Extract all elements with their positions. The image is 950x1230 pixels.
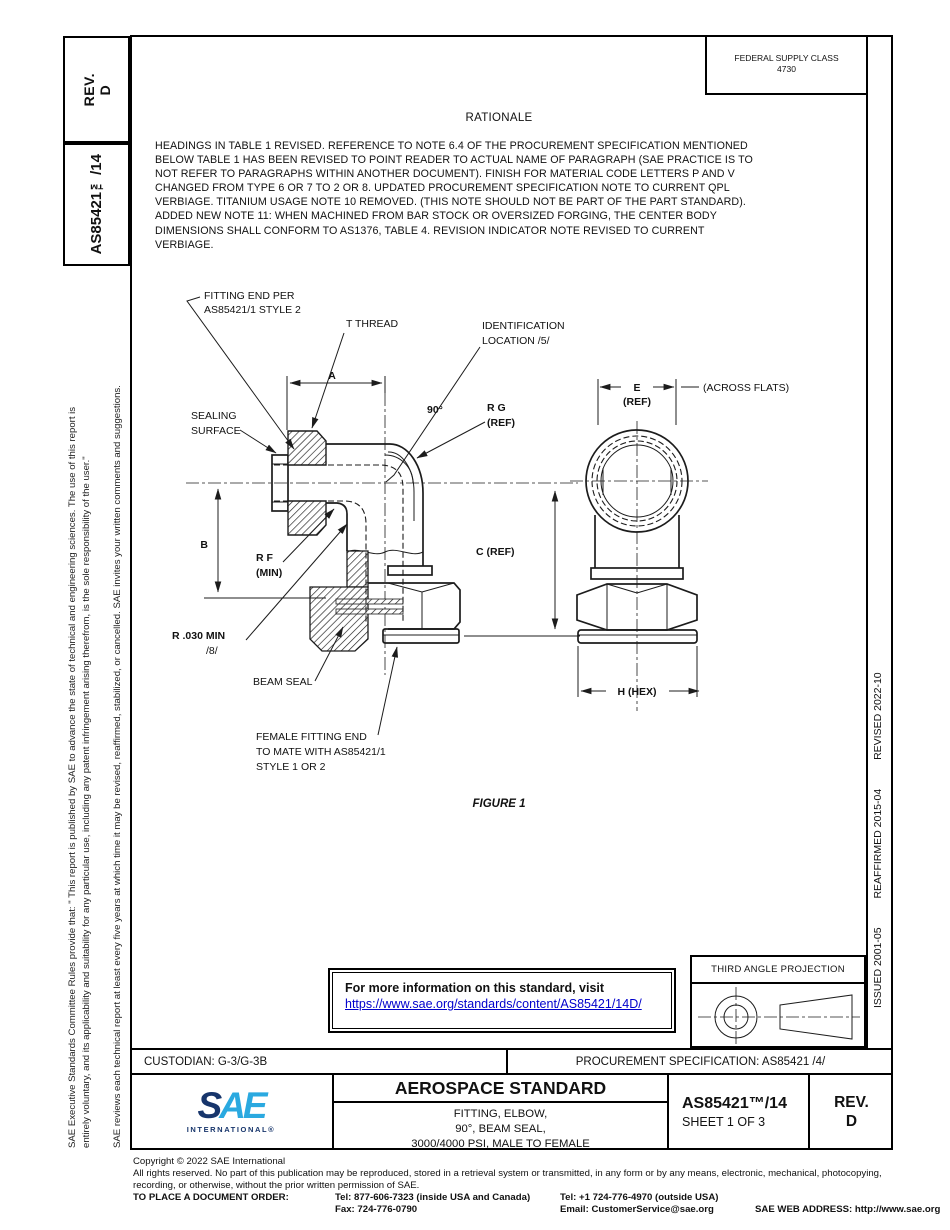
figure-label-c-ref: C (REF) bbox=[476, 546, 515, 558]
figure-label-90deg: 90° bbox=[427, 404, 443, 416]
figure-label-e-ref: (REF) bbox=[623, 396, 651, 408]
doc-number-cell: AS85421™/14 SHEET 1 OF 3 bbox=[669, 1075, 810, 1148]
title-cell: AEROSPACE STANDARD FITTING, ELBOW, 90°, … bbox=[334, 1075, 669, 1150]
figure-label-dim-e: E bbox=[633, 382, 640, 394]
title-block: SAE INTERNATIONAL® AEROSPACE STANDARD FI… bbox=[130, 1075, 893, 1150]
sae-logo: SAE INTERNATIONAL® bbox=[130, 1075, 334, 1148]
figure-label-rf-min: (MIN) bbox=[256, 567, 282, 579]
figure-label-h-hex: H (HEX) bbox=[617, 686, 656, 698]
rationale-line: VERBIAGE. TITANIUM USAGE NOTE 10 REMOVED… bbox=[155, 196, 746, 209]
figure-label-rg-ref: (REF) bbox=[487, 417, 515, 429]
standard-url-link[interactable]: https://www.sae.org/standards/content/AS… bbox=[345, 997, 642, 1011]
rationale-line: NOT REFER TO PARAGRAPHS WITHIN ANOTHER D… bbox=[155, 168, 735, 181]
figure-label-id-1: IDENTIFICATION bbox=[482, 320, 565, 332]
third-angle-projection-box: THIRD ANGLE PROJECTION bbox=[690, 955, 866, 1048]
footer-copyright: Copyright © 2022 SAE International bbox=[133, 1156, 286, 1167]
figure-label-beam-seal: BEAM SEAL bbox=[253, 676, 313, 688]
doc-number-tab: AS85421™/14 bbox=[88, 154, 105, 255]
footer-rights-2: recording, or otherwise, without the pri… bbox=[133, 1180, 420, 1192]
rationale-line: HEADINGS IN TABLE 1 REVISED. REFERENCE T… bbox=[155, 140, 748, 152]
figure-label-id-2: LOCATION /5/ bbox=[482, 335, 550, 347]
footer-fax: Fax: 724-776-0790 bbox=[335, 1204, 418, 1216]
sae-logo-s: S bbox=[197, 1085, 222, 1126]
footer-order-label: TO PLACE A DOCUMENT ORDER: bbox=[133, 1192, 289, 1204]
disclaimer-line-3: SAE reviews each technical report at lea… bbox=[112, 385, 123, 1148]
disclaimer-line-1: SAE Executive Standards Committee Rules … bbox=[67, 406, 78, 1148]
left-disclaimer: SAE Executive Standards Committee Rules … bbox=[66, 270, 125, 1148]
footer-web: SAE WEB ADDRESS: http://www.sae.org bbox=[755, 1204, 941, 1216]
fsc-value: 4730 bbox=[777, 64, 796, 74]
figure-label-female-3: STYLE 1 OR 2 bbox=[256, 761, 326, 773]
figure-caption: FIGURE 1 bbox=[472, 798, 525, 810]
figure-label-fitting-end-2: AS85421/1 STYLE 2 bbox=[204, 304, 301, 316]
rev-tab-label: REV. bbox=[80, 72, 97, 107]
rationale-line: ADDED NEW NOTE 11: WHEN MACHINED FROM BA… bbox=[155, 210, 717, 223]
figure-label-r030-note: /8/ bbox=[206, 645, 218, 657]
doc-number-tab-box: AS85421™/14 bbox=[63, 143, 130, 266]
figure-label-sealing-1: SEALING bbox=[191, 410, 237, 422]
figure-label-dim-a: A bbox=[328, 370, 336, 382]
fsc-label: FEDERAL SUPPLY CLASS bbox=[734, 53, 839, 63]
custodian-cell: CUSTODIAN: G-3/G-3B bbox=[130, 1050, 508, 1073]
sae-logo-subtext: INTERNATIONAL® bbox=[186, 1125, 276, 1134]
figure-label-t-thread: T THREAD bbox=[346, 318, 399, 330]
sae-logo-a: A bbox=[219, 1085, 246, 1126]
more-info-box: For more information on this standard, v… bbox=[328, 968, 676, 1033]
federal-supply-class-box: FEDERAL SUPPLY CLASS 4730 bbox=[705, 37, 868, 95]
doc-number: AS85421™/14 bbox=[682, 1094, 787, 1112]
figure-label-female-2: TO MATE WITH AS85421/1 bbox=[256, 746, 386, 758]
standard-title-line1: FITTING, ELBOW, bbox=[453, 1108, 548, 1120]
sae-logo-e: E bbox=[242, 1085, 268, 1126]
rev-tab-value: D bbox=[96, 84, 113, 95]
figure-label-sealing-2: SURFACE bbox=[191, 425, 241, 437]
footer-tel-1: Tel: 877-606-7323 (inside USA and Canada… bbox=[335, 1192, 531, 1204]
figure-label-across-flats: (ACROSS FLATS) bbox=[703, 382, 789, 394]
projection-title: THIRD ANGLE PROJECTION bbox=[692, 957, 864, 984]
figure-label-dim-b: B bbox=[200, 539, 208, 551]
right-column-divider bbox=[866, 35, 868, 1048]
rationale-line: DIMENSIONS SHALL CONFORM TO AS1376, TABL… bbox=[155, 224, 705, 237]
rationale-paragraph: HEADINGS IN TABLE 1 REVISED. REFERENCE T… bbox=[155, 139, 753, 252]
standard-title-line2: 90°, BEAM SEAL, bbox=[455, 1123, 546, 1135]
figure-label-female-1: FEMALE FITTING END bbox=[256, 731, 367, 743]
footer-tel-2: Tel: +1 724-776-4970 (outside USA) bbox=[560, 1192, 719, 1204]
figure-label-rg: R G bbox=[487, 402, 506, 414]
sheet-number: SHEET 1 OF 3 bbox=[682, 1114, 766, 1129]
footer-email: Email: CustomerService@sae.org bbox=[560, 1204, 714, 1216]
rev-label: REV. bbox=[834, 1093, 869, 1111]
disclaimer-line-2: entirely voluntary, and its applicabilit… bbox=[81, 456, 92, 1148]
rev-tab-box: REV. D bbox=[63, 36, 130, 143]
projection-symbol bbox=[698, 987, 860, 1045]
footer-rights-1: All rights reserved. No part of this pub… bbox=[133, 1168, 882, 1180]
figure-label-r030: R .030 MIN bbox=[172, 630, 225, 642]
rationale-line: BELOW TABLE 1 HAS BEEN REVISED TO POINT … bbox=[155, 154, 753, 167]
more-info-text: For more information on this standard, v… bbox=[345, 981, 605, 995]
rev-value: D bbox=[845, 1112, 858, 1130]
figure-label-fitting-end-1: FITTING END PER bbox=[204, 290, 295, 302]
standard-title-line3: 3000/4000 PSI, MALE TO FEMALE bbox=[411, 1138, 590, 1150]
figure-drawing: A B C (REF) 90° R G (REF) FITTING END PE… bbox=[172, 290, 789, 810]
figure-label-rf: R F bbox=[256, 552, 274, 564]
procurement-cell: PROCUREMENT SPECIFICATION: AS85421 /4/ bbox=[575, 1055, 826, 1068]
rationale-heading: RATIONALE bbox=[465, 112, 533, 124]
custodian-row: CUSTODIAN: G-3/G-3B PROCUREMENT SPECIFIC… bbox=[130, 1048, 893, 1075]
rationale-line: CHANGED FROM TYPE 6 OR 7 TO 2 OR 8. UPDA… bbox=[155, 182, 730, 195]
standard-type: AEROSPACE STANDARD bbox=[334, 1075, 667, 1103]
footer: Copyright © 2022 SAE International All r… bbox=[133, 1156, 945, 1216]
rationale-line: VERBIAGE. bbox=[155, 238, 214, 251]
rev-cell: REV. D bbox=[810, 1075, 893, 1148]
